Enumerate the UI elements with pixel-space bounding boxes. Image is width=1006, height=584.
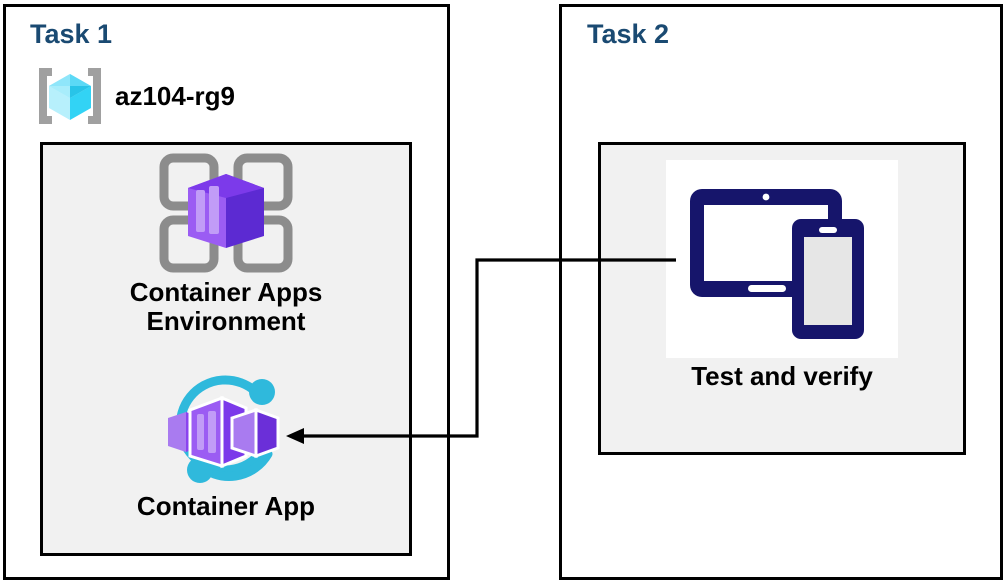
devices-icon <box>682 175 882 343</box>
container-apps-environment-label: Container Apps Environment <box>129 277 323 337</box>
container-app-icon <box>146 370 306 488</box>
resource-group-label: az104-rg9 <box>115 81 235 111</box>
container-apps-environment-icon <box>156 152 296 274</box>
node-container-apps-environment: Container Apps Environment <box>40 152 412 336</box>
resource-group-icon <box>35 64 105 128</box>
node-container-app: Container App <box>40 370 412 521</box>
node-test-and-verify: Test and verify <box>598 160 966 391</box>
panel-title-task-1: Task 1 <box>30 19 113 49</box>
panel-title-task-2: Task 2 <box>587 19 670 49</box>
container-app-label: Container App <box>136 491 316 521</box>
devices-icon-tile <box>666 160 898 358</box>
test-and-verify-label: Test and verify <box>691 361 873 391</box>
resource-group-row: az104-rg9 <box>35 62 315 130</box>
